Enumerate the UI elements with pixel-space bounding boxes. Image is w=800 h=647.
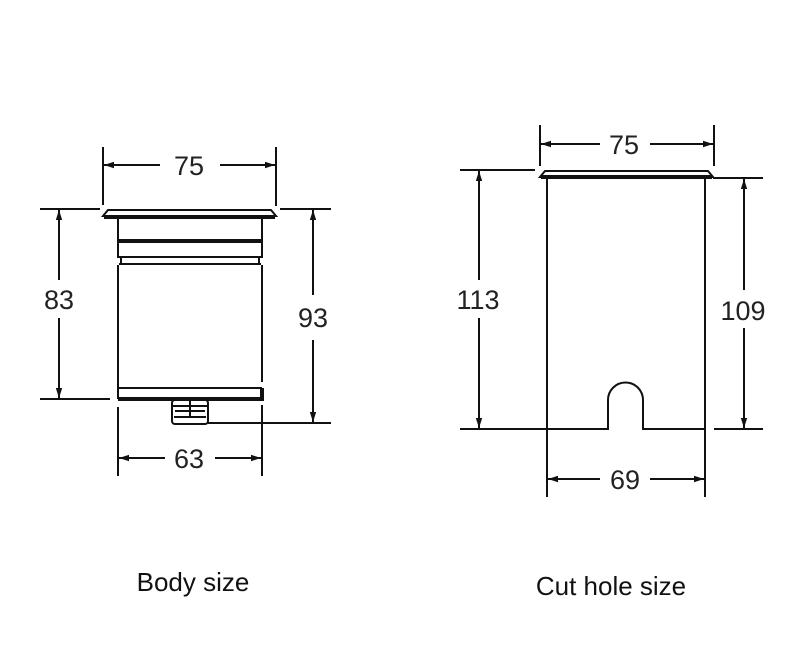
cut-hole-dim-height-hole: 109 [720,179,766,428]
body-bottom-width-label: 63 [174,444,204,474]
body-outline [100,209,279,425]
cut-hole-dim-top-width: 75 [541,130,713,160]
cut-hole-dim-height-total: 113 [456,171,500,428]
body-dim-height-total: 93 [298,210,328,422]
cable-gland [171,399,209,425]
body-extension-lines [40,147,331,476]
cut-hole-extension-lines [460,125,763,179]
cut-hole-hole-height-label: 109 [720,296,765,326]
cut-hole-top-width-label: 75 [609,130,639,160]
cut-hole-dim-bottom-width: 69 [548,465,704,495]
body-height-label: 83 [44,285,74,315]
body-dim-top-width: 75 [104,151,275,181]
cut-hole-total-height-label: 113 [456,285,499,315]
cut-hole-outline [460,170,763,497]
cut-hole-view: 75 113 109 69 Cut hole size [456,125,766,601]
cut-hole-size-caption: Cut hole size [536,571,686,601]
cable-notch [460,381,705,430]
body-size-caption: Body size [137,567,250,597]
body-dim-height-body: 83 [44,210,74,398]
body-dim-bottom-width: 63 [119,444,261,474]
cut-hole-bottom-width-label: 69 [610,465,640,495]
body-top-width-label: 75 [174,151,204,181]
body-view: 75 83 93 63 Body size [40,147,331,597]
body-total-height-label: 93 [298,303,328,333]
